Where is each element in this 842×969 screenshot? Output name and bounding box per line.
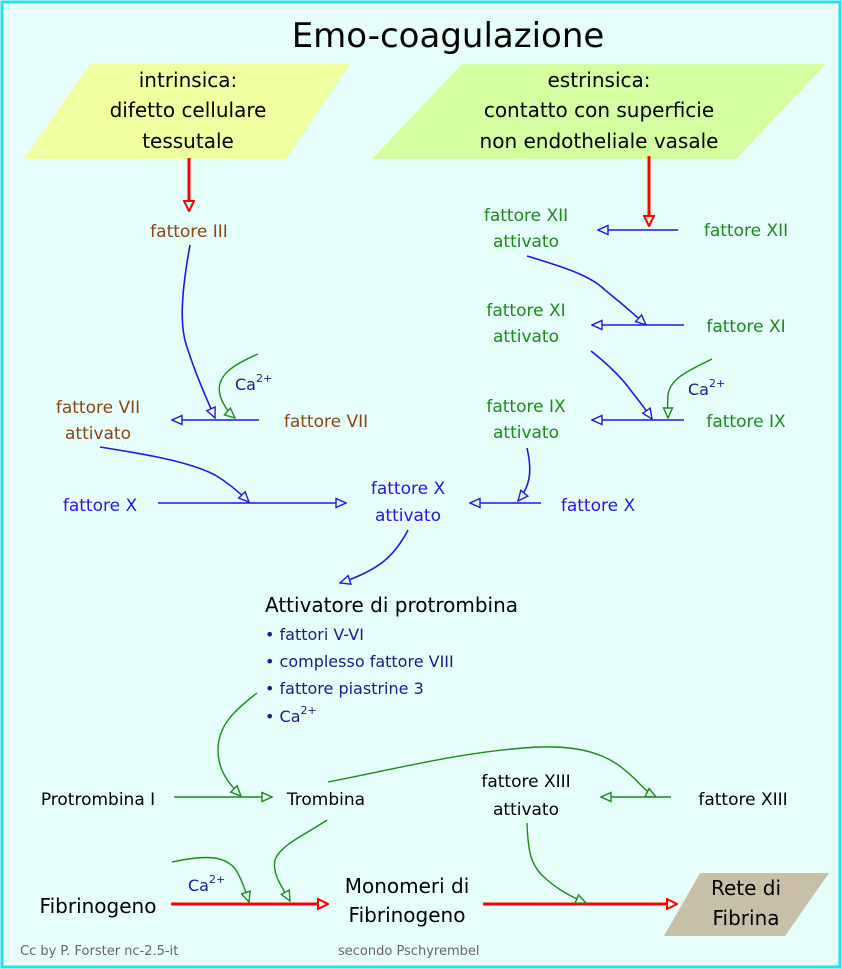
intrinsic-label: intrinsica: (139, 68, 238, 92)
calcium-catalysis-arrow-1 (218, 353, 259, 418)
factor-xiii: fattore XIII (698, 790, 787, 810)
calcium-catalysis-arrow-2 (668, 358, 713, 418)
factor-x-right: fattore X (561, 496, 636, 516)
factor-ix: fattore IX (706, 412, 786, 432)
credit-text: Cc by P. Forster nc-2.5-it (20, 944, 178, 959)
factor-x-a-to-activator-arrow (340, 529, 409, 583)
factor-iii: fattore III (150, 222, 228, 242)
calcium-label-3: Ca2+ (188, 873, 225, 895)
activator-item-2: • complesso fattore VIII (265, 652, 454, 671)
activator-item-4: • Ca2+ (265, 704, 317, 726)
factor-xi-activated-line-1: fattore XI (486, 301, 565, 321)
factor-vii-activated-line-1: fattore VII (56, 398, 140, 418)
factor-x-activated-line-1: fattore X (371, 479, 446, 499)
factor-x-activated-line-2: attivato (375, 506, 441, 526)
page-title: Emo-coagulazione (292, 16, 605, 56)
source-text: secondo Pschyrembel (338, 944, 480, 959)
thrombin-catalysis-arrow (273, 819, 328, 901)
factor-xii-activated-line-1: fattore XII (484, 206, 568, 226)
factor-vii-a-catalysis-arrow (99, 446, 249, 502)
monomers-line-1: Monomeri di (345, 874, 470, 898)
factor-xii: fattore XII (704, 221, 788, 241)
factor-vii: fattore VII (284, 412, 368, 432)
prothrombin: Protrombina I (41, 790, 155, 810)
factor-xii-activated-line-2: attivato (493, 232, 559, 252)
monomers-line-2: Fibrinogeno (349, 903, 466, 927)
factor-xiii-activated-line-1: fattore XIII (481, 772, 570, 792)
activator-heading: Attivatore di protrombina (265, 593, 518, 617)
factor-ix-activated-line-1: fattore IX (486, 397, 566, 417)
intrinsic-box (24, 64, 350, 159)
intrinsic-line-2: difetto cellulare (110, 98, 267, 122)
extrinsic-line-3: non endotheliale vasale (480, 129, 719, 153)
calcium-catalysis-arrow-3 (171, 856, 249, 902)
intrinsic-line-3: tessutale (142, 129, 234, 153)
calcium-label-2: Ca2+ (688, 377, 725, 399)
fibrinogen: Fibrinogeno (40, 894, 157, 918)
factor-xiii-activated-line-2: attivato (493, 800, 559, 820)
factor-xi-a-catalysis-arrow (590, 350, 652, 419)
factor-xi-activated-line-2: attivato (493, 327, 559, 347)
result-line-1: Rete di (711, 876, 781, 900)
factor-iii-catalysis-arrow (181, 244, 215, 418)
activator-item-1: • fattori V-VI (265, 625, 364, 644)
extrinsic-label: estrinsica: (548, 68, 651, 92)
factor-xi: fattore XI (706, 317, 785, 337)
calcium-label-1: Ca2+ (235, 372, 272, 394)
activator-catalysis-arrow (217, 692, 258, 796)
thrombin: Trombina (286, 790, 365, 810)
factor-xii-a-catalysis-arrow (526, 255, 646, 325)
factor-xiii-a-catalysis-arrow (526, 822, 586, 903)
activator-item-3: • fattore piastrine 3 (265, 679, 424, 698)
result-box (664, 873, 829, 936)
extrinsic-line-2: contatto con superficie (484, 98, 714, 122)
factor-vii-activated-line-2: attivato (65, 424, 131, 444)
factor-x-left: fattore X (63, 496, 138, 516)
extrinsic-box (372, 64, 826, 159)
factor-ix-a-catalysis-arrow (518, 447, 531, 501)
thrombin-to-factor-xiii-arrow (327, 746, 656, 797)
result-line-2: Fibrina (712, 906, 779, 930)
factor-ix-activated-line-2: attivato (493, 423, 559, 443)
